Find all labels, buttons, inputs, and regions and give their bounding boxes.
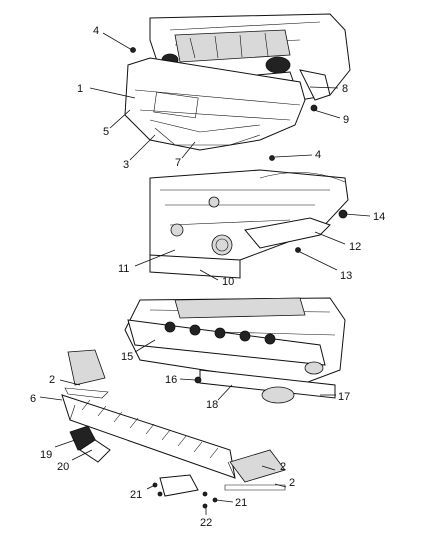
callout-12: 12 [349,241,361,253]
callout-6: 6 [30,393,36,405]
rear-fascia [124,57,306,151]
callout-20: 20 [57,461,69,473]
view-rear-fascia [124,13,351,161]
view-exploded-lower [61,349,286,509]
callout-15: 15 [121,351,133,363]
callout-17: 17 [338,391,350,403]
callout-11: 11 [118,263,129,275]
callout-19: 19 [40,449,52,461]
callout-10: 10 [222,276,234,288]
callout-8: 8 [342,83,348,95]
callout-14: 14 [373,211,385,223]
fastener-icon [130,47,136,53]
callout-21: 21 [130,489,142,501]
callout-7: 7 [175,157,181,169]
callout-5: 5 [103,126,109,138]
leader-lines [39,32,371,515]
callout-21: 21 [235,497,247,509]
callout-9: 9 [343,114,349,126]
callout-18: 18 [206,399,218,411]
callout-labels: 1 4 5 3 7 8 9 4 14 12 13 11 10 15 16 2 6… [30,25,385,529]
callout-3: 3 [123,159,129,171]
fastener-icon [269,155,275,161]
callout-13: 13 [340,270,352,282]
callout-4: 4 [93,25,99,37]
view-reinforcement [124,297,346,404]
callout-2: 2 [49,374,55,386]
energy-absorber [127,319,326,366]
callout-4: 4 [315,149,321,161]
callout-2: 2 [289,477,295,489]
callout-1: 1 [77,83,83,95]
fastener-icon [310,104,318,112]
callout-22: 22 [200,517,212,529]
crossmember [149,254,241,279]
callout-2: 2 [280,461,286,473]
callout-16: 16 [165,374,177,386]
view-rear-bracket [149,169,349,279]
